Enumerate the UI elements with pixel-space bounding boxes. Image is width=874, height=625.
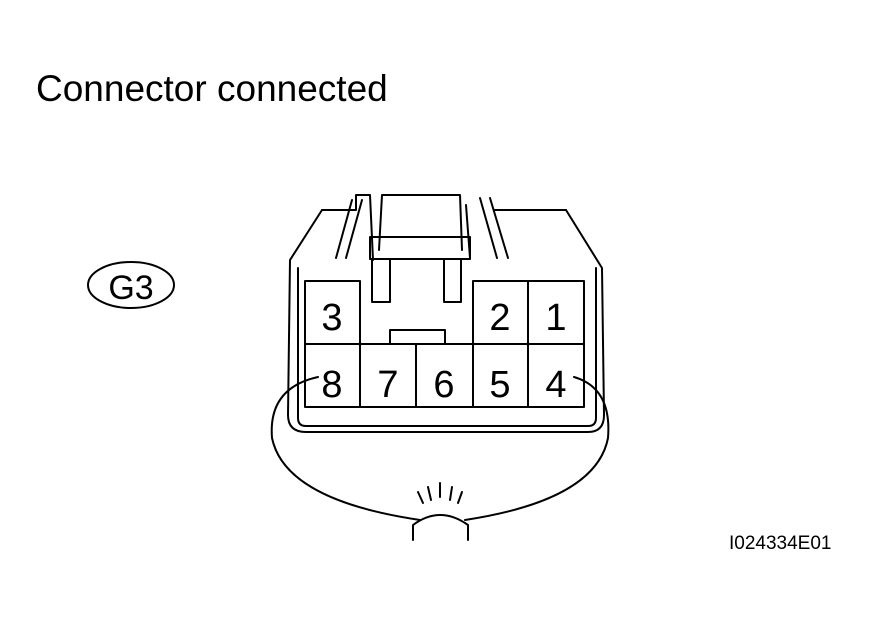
wire-harness-right bbox=[464, 376, 610, 521]
housing-top-left bbox=[321, 194, 374, 261]
pin-label-1: 1 bbox=[545, 297, 566, 339]
latch-guide-left bbox=[465, 204, 471, 259]
harness-strands bbox=[417, 482, 463, 504]
harness-tube bbox=[412, 514, 469, 541]
connector-housing-inner bbox=[297, 267, 597, 427]
latch-arm-left bbox=[371, 258, 391, 303]
housing-top-right-rail bbox=[479, 197, 509, 259]
pin-label-7: 7 bbox=[377, 364, 398, 406]
locking-latch-top bbox=[378, 194, 463, 251]
connector-id-oval bbox=[87, 261, 175, 309]
pin-label-4: 4 bbox=[545, 364, 566, 406]
center-key bbox=[389, 329, 446, 345]
pin-cell-4 bbox=[527, 343, 585, 408]
latch-arm-right bbox=[443, 258, 462, 303]
connector-id-label: G3 bbox=[108, 269, 153, 307]
pin-label-5: 5 bbox=[489, 364, 510, 406]
wire-harness-left bbox=[270, 376, 421, 521]
connector-housing-outline bbox=[287, 209, 605, 433]
pin-label-2: 2 bbox=[489, 297, 510, 339]
pin-label-6: 6 bbox=[433, 364, 454, 406]
diagram-title: Connector connected bbox=[36, 68, 388, 109]
pin-label-3: 3 bbox=[321, 297, 342, 339]
locking-latch bbox=[369, 236, 471, 260]
pin-label-8: 8 bbox=[321, 364, 342, 406]
housing-top-left-rail bbox=[335, 199, 363, 259]
figure-code: I024334E01 bbox=[729, 533, 832, 554]
